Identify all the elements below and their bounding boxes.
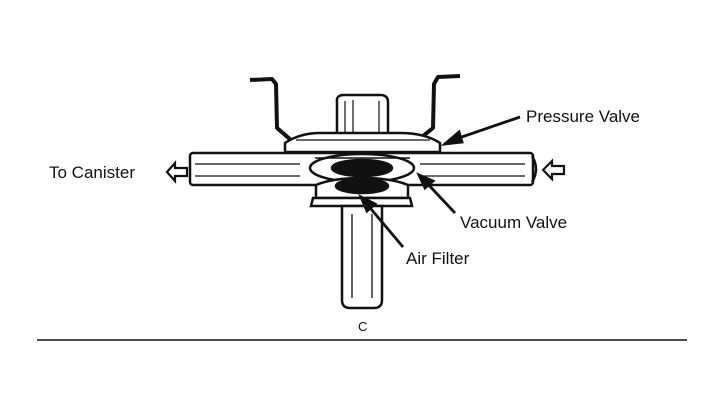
valve-body	[308, 152, 416, 200]
lower-plate	[309, 196, 414, 208]
vertical-pipe	[340, 204, 384, 310]
valve-cap	[335, 93, 390, 145]
valve-flange	[283, 131, 442, 154]
label-air-filter: Air Filter	[406, 249, 470, 268]
label-pressure-valve: Pressure Valve	[526, 107, 640, 126]
figure-marker: C	[358, 319, 367, 334]
flow-arrow-left	[165, 160, 189, 184]
leader-lines	[358, 115, 521, 248]
flow-arrow-right	[541, 158, 566, 182]
label-vacuum-valve: Vacuum Valve	[460, 213, 567, 232]
mounting-bracket	[249, 74, 461, 142]
label-to-canister: To Canister	[49, 163, 135, 182]
